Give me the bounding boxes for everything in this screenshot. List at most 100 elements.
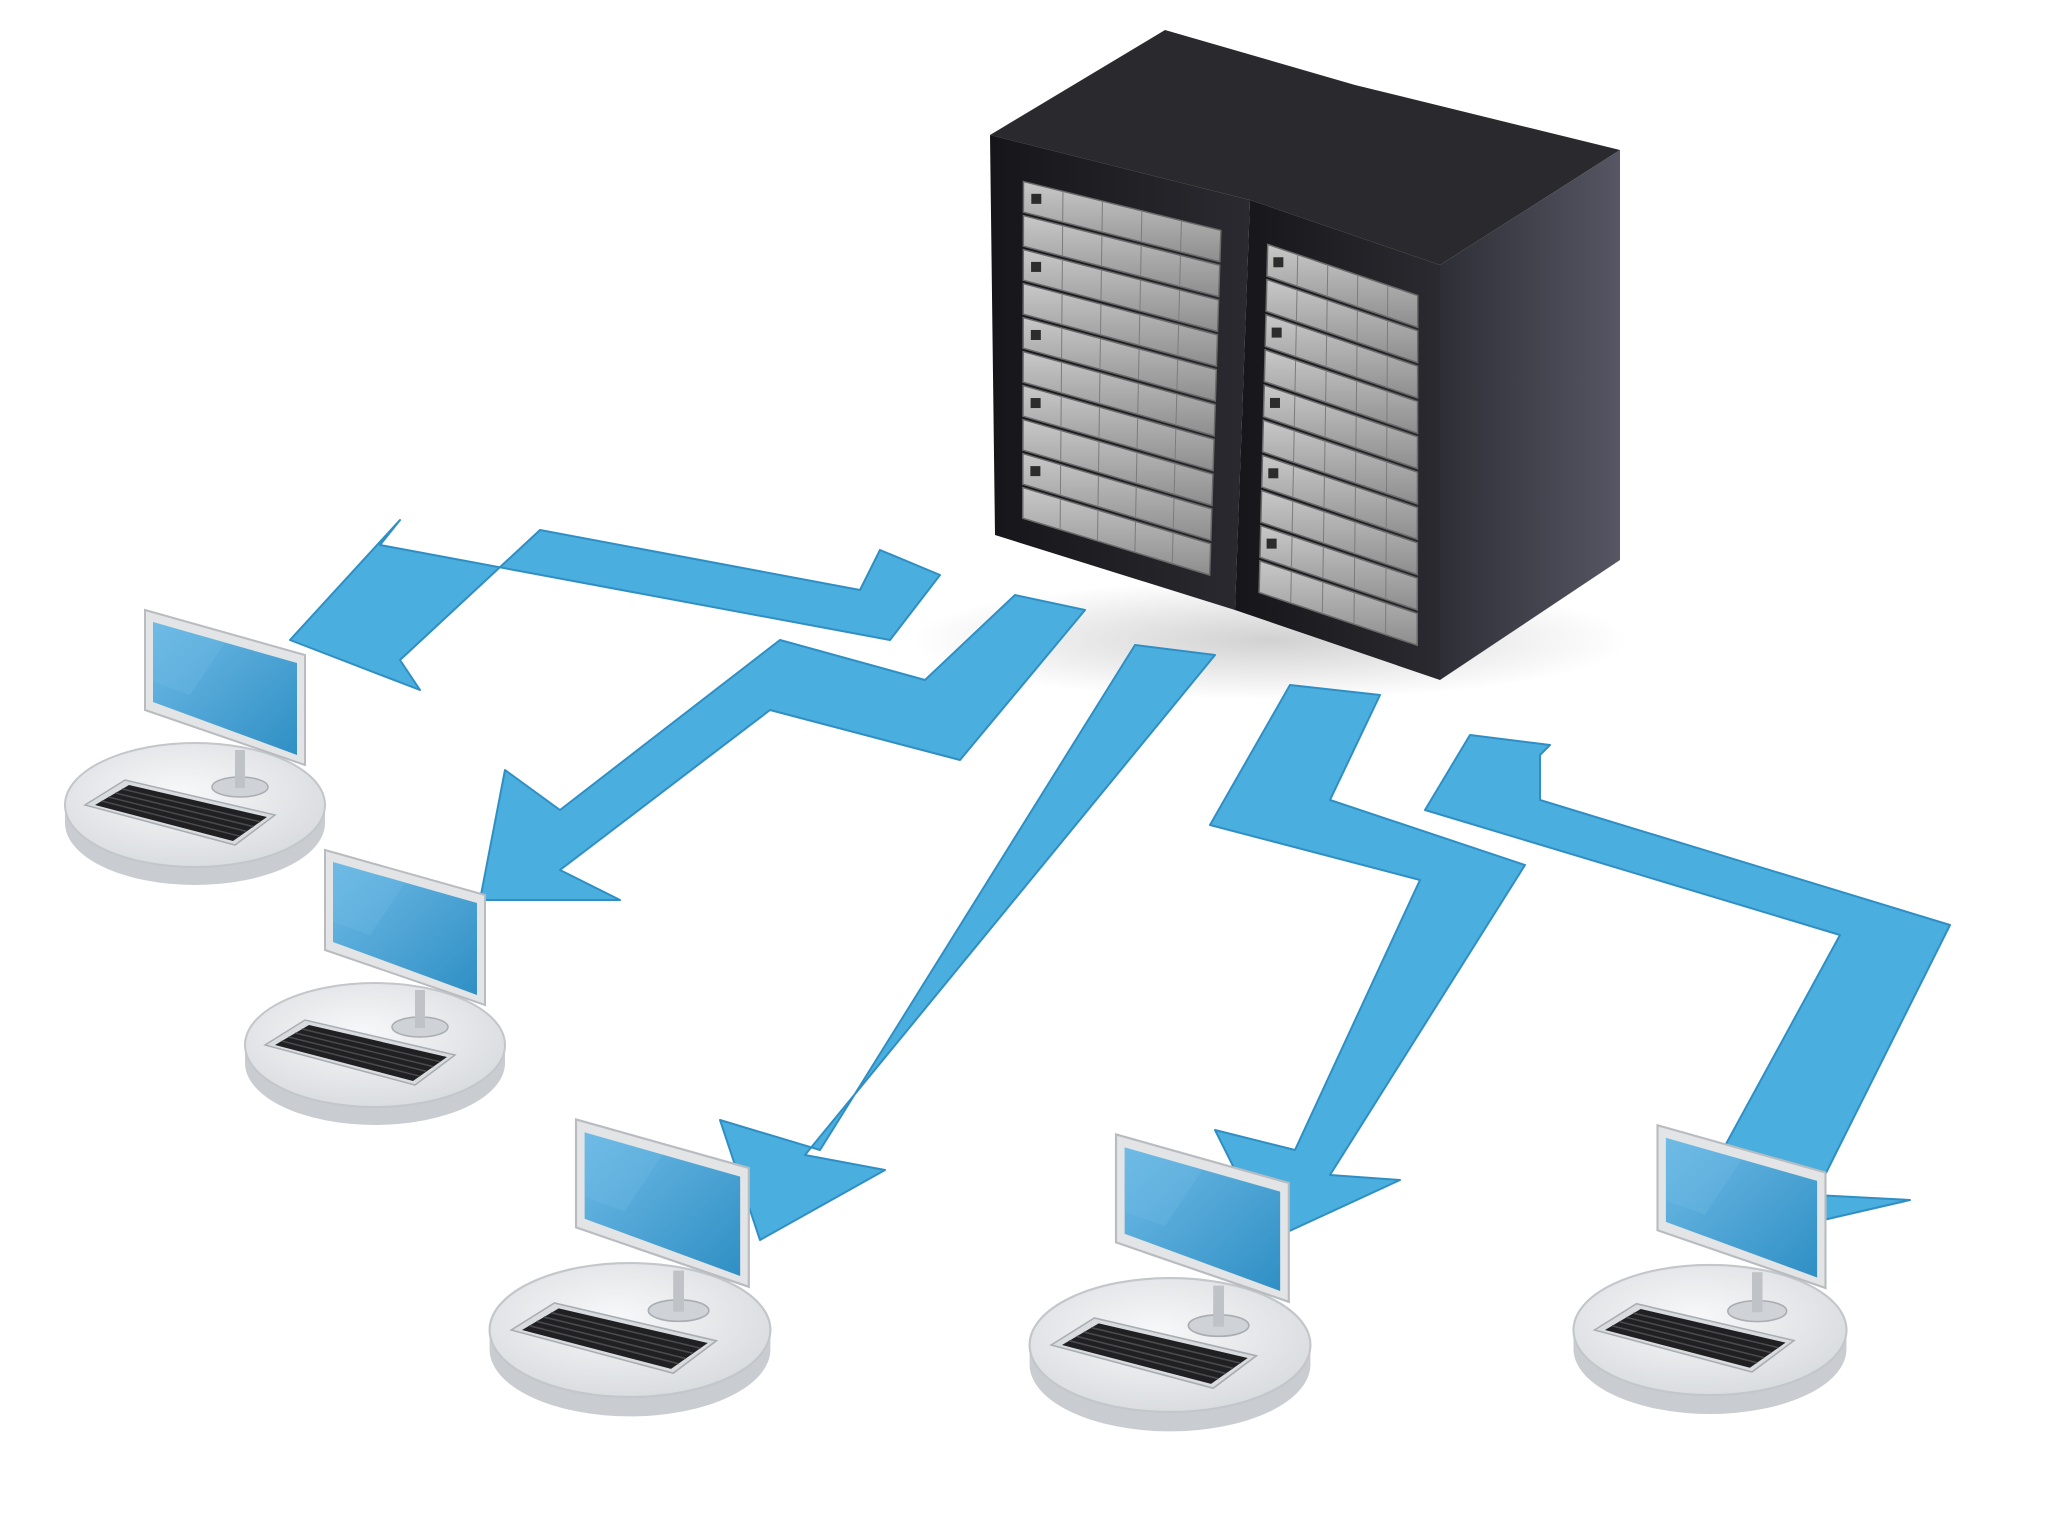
workstation-5-stand-neck: [1752, 1272, 1763, 1313]
left-unit-1-indicator: [1031, 193, 1042, 204]
workstation-5-screen: [1665, 1137, 1818, 1278]
left-unit-2: [1022, 214, 1221, 298]
left-unit-2-mesh-3: [1140, 245, 1142, 277]
left-unit-6-mesh-4: [1175, 393, 1178, 426]
left-unit-6-mesh-3: [1137, 383, 1139, 415]
right-unit-9-mesh-1: [1290, 536, 1293, 568]
left-unit-6: [1022, 350, 1216, 437]
right-unit-5-mesh-1: [1293, 395, 1296, 428]
left-unit-5: [1022, 316, 1218, 403]
right-unit-1-indicator: [1273, 257, 1284, 268]
left-unit-1-mesh-4: [1180, 220, 1182, 252]
workstation-1-key-row-4: [122, 788, 261, 823]
left-unit-8-mesh-4: [1173, 463, 1176, 495]
left-unit-10-mesh-4: [1171, 532, 1174, 564]
left-unit-10: [1021, 486, 1212, 577]
left-unit-4: [1022, 282, 1219, 368]
workstation-2-stand-neck: [415, 990, 425, 1028]
right-unit-8-mesh-1: [1291, 500, 1294, 533]
workstation-3-key-row-1: [529, 1324, 679, 1365]
workstation-4-key-row-4: [1091, 1326, 1241, 1364]
workstation-3-key-row-4: [551, 1311, 701, 1349]
left-unit-7: [1022, 384, 1215, 472]
right-unit-4-mesh-1: [1294, 360, 1297, 392]
workstation-1: [64, 608, 326, 885]
right-unit-3: [1264, 313, 1419, 400]
left-unit-7-indicator: [1030, 398, 1041, 409]
workstation-3-key-row-3: [543, 1316, 694, 1355]
left-unit-8: [1022, 418, 1214, 507]
right-unit-2: [1265, 278, 1419, 364]
right-unit-7: [1260, 454, 1419, 541]
workstation-2-key-row-3: [295, 1032, 434, 1068]
left-unit-7-mesh-4: [1174, 428, 1177, 460]
workstation-4-key-row-1: [1069, 1339, 1219, 1380]
workstation-4-screen-glare: [1124, 1147, 1203, 1227]
rack-units-right: [1258, 243, 1419, 647]
left-unit-5-mesh-4: [1176, 359, 1179, 391]
right-unit-3-indicator: [1271, 327, 1282, 338]
right-unit-3-mesh-1: [1295, 324, 1297, 357]
right-unit-4: [1263, 348, 1419, 435]
rack-top: [990, 30, 1620, 265]
right-unit-9: [1259, 524, 1419, 611]
right-unit-1: [1266, 243, 1419, 329]
workstation-1-key-row-2: [108, 796, 247, 833]
left-unit-3: [1022, 248, 1220, 333]
workstations: [64, 608, 1848, 1432]
right-unit-8: [1260, 489, 1419, 576]
workstation-2-key-row-2: [288, 1036, 427, 1073]
workstation-5-key-row-3: [1626, 1316, 1772, 1354]
left-unit-1: [1022, 180, 1222, 263]
left-unit-3-indicator: [1031, 261, 1042, 272]
right-unit-6-mesh-1: [1293, 430, 1295, 463]
workstation-3-screen-glare: [584, 1132, 663, 1212]
right-unit-7-mesh-1: [1292, 465, 1294, 498]
right-unit-6: [1261, 419, 1419, 505]
left-unit-9-indicator: [1030, 466, 1041, 477]
workstation-5-key-row-1: [1611, 1325, 1758, 1364]
left-unit-3-mesh-3: [1139, 279, 1141, 311]
server-rack: [990, 30, 1620, 680]
left-unit-7-mesh-3: [1136, 417, 1139, 449]
right-unit-1-mesh-1: [1296, 254, 1299, 287]
workstation-2-key-row-1: [281, 1040, 420, 1077]
workstation-3-key-row-2: [536, 1320, 686, 1360]
workstation-5-key-row-4: [1633, 1312, 1779, 1349]
workstation-4-key-row-3: [1083, 1331, 1234, 1370]
right-unit-5-indicator: [1269, 397, 1280, 408]
workstation-5: [1572, 1123, 1848, 1414]
workstation-1-screen: [153, 622, 297, 755]
arrow-1: [289, 519, 941, 691]
workstation-4-screen: [1124, 1147, 1281, 1291]
workstation-1-key-row-1: [101, 800, 240, 837]
right-unit-10: [1258, 559, 1419, 647]
left-unit-9: [1022, 452, 1213, 542]
workstation-4-key-row-2: [1076, 1335, 1226, 1375]
left-unit-9-mesh-4: [1172, 497, 1175, 530]
workstation-4-stand-neck: [1213, 1285, 1224, 1327]
left-unit-10-mesh-3: [1134, 521, 1137, 553]
workstation-1-key-row-3: [115, 792, 254, 828]
workstation-1-screen-glare: [153, 622, 225, 695]
left-unit-2-mesh-4: [1179, 255, 1181, 287]
right-unit-5: [1262, 384, 1419, 470]
workstation-2-screen: [333, 862, 477, 995]
left-unit-1-mesh-3: [1140, 210, 1143, 242]
workstation-4: [1028, 1132, 1312, 1432]
left-unit-3-mesh-4: [1178, 289, 1181, 322]
workstation-2: [244, 848, 506, 1125]
left-unit-5-indicator: [1030, 329, 1041, 340]
workstation-2-key-row-4: [302, 1028, 441, 1063]
workstation-5-screen-glare: [1665, 1137, 1742, 1215]
workstation-5-key-row-2: [1619, 1320, 1765, 1359]
workstation-2-screen-glare: [333, 862, 405, 935]
rack-side: [1440, 150, 1620, 680]
workstation-1-stand-neck: [235, 750, 245, 788]
right-unit-10-mesh-1: [1290, 571, 1292, 604]
right-unit-2-mesh-1: [1295, 289, 1298, 322]
rack-units-left: [1021, 180, 1222, 577]
workstation-3-screen: [584, 1132, 741, 1276]
left-unit-4-mesh-4: [1177, 324, 1180, 356]
left-unit-9-mesh-3: [1135, 486, 1137, 518]
